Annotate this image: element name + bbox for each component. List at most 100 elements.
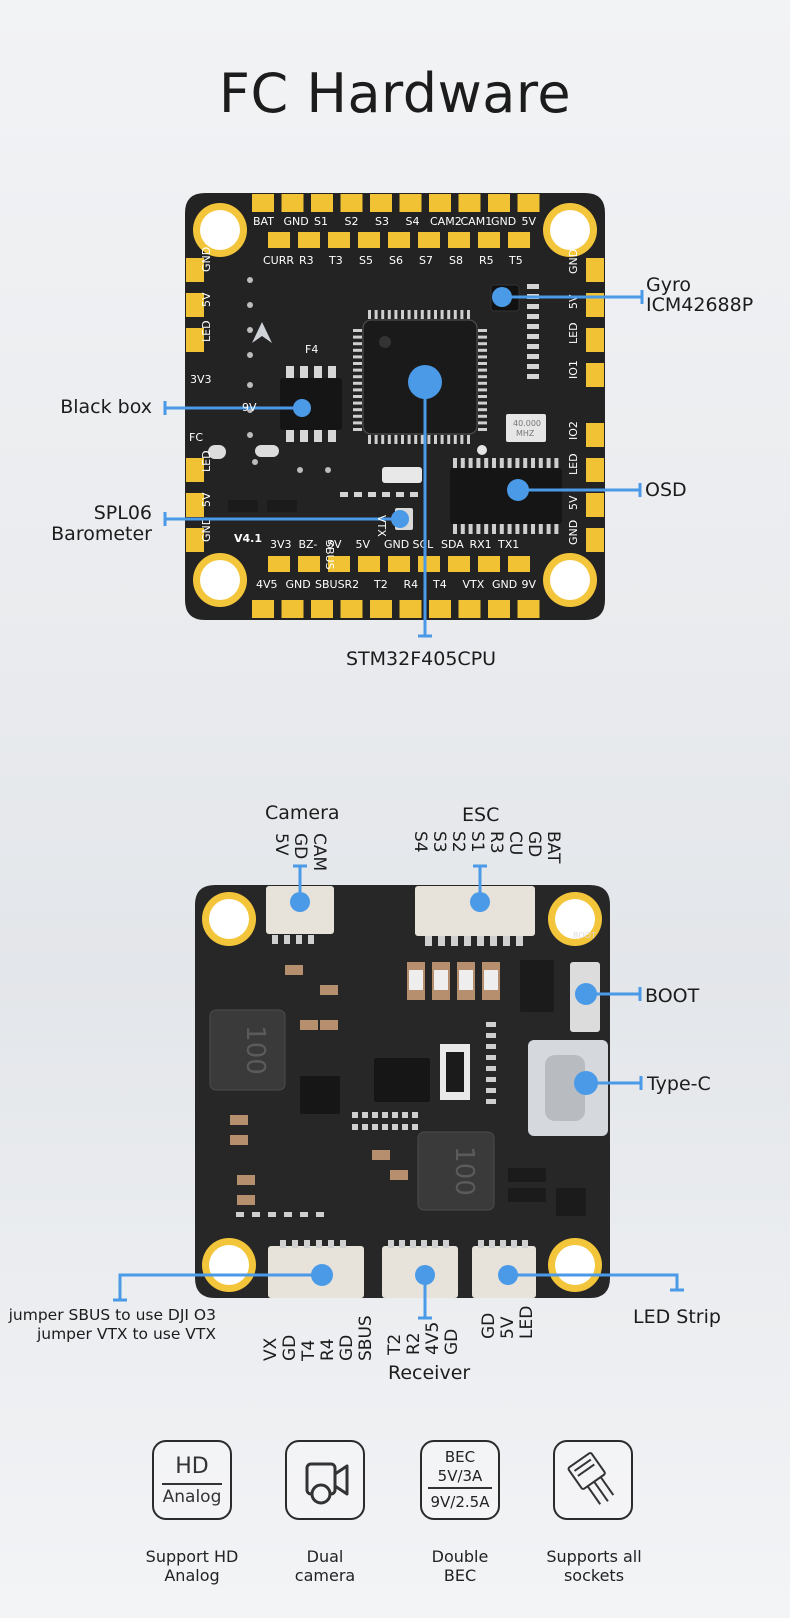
bottom-pcb: 100 100: [195, 885, 610, 1298]
led-pin: GD: [479, 1312, 499, 1339]
silk-label: GND: [200, 247, 213, 272]
led-strip-title: LED Strip: [633, 1306, 721, 1328]
black-box-label: Black box: [60, 396, 152, 418]
receiver-pin: R2: [404, 1332, 424, 1355]
capacitor: [300, 1020, 318, 1030]
silk-label: GND: [284, 215, 309, 228]
led-pin: LED: [517, 1305, 537, 1339]
solder-pad: [399, 600, 422, 618]
silk-label: LED: [200, 450, 213, 472]
solder-pad: [186, 493, 204, 517]
silk-label: 5V: [200, 292, 213, 307]
solder-pad: [517, 194, 540, 212]
capacitor: [372, 1150, 390, 1160]
gyro-model-label: ICM42688P: [646, 294, 754, 316]
silk-label: T2: [373, 578, 388, 591]
silk-label: T3: [328, 254, 343, 267]
gyro-label: Gyro: [646, 274, 691, 296]
silk-label: LED: [567, 453, 580, 475]
receiver-pin: T2: [385, 1333, 405, 1355]
solder-pad: [488, 194, 510, 212]
solder-pad: [358, 232, 380, 248]
barometer-label: Barometer: [51, 523, 152, 545]
bec-icon: BEC 5V/3A 9V/2.5A: [420, 1440, 500, 1520]
solder-pad: [586, 423, 604, 447]
silk-label: GND: [492, 578, 517, 591]
silk-label: BAT: [253, 215, 274, 228]
silk-label: S5: [359, 254, 373, 267]
top-chips: [208, 277, 562, 534]
solder-pad: [370, 194, 392, 212]
solder-pad: [252, 194, 274, 212]
camera-title: Camera: [265, 802, 340, 824]
solder-pad: [186, 293, 204, 317]
camera-pin: CAM: [309, 833, 329, 872]
solder-pad: [478, 556, 500, 572]
camera-pin: GD: [290, 833, 310, 860]
silk-label: T5: [508, 254, 523, 267]
silk-label: 5V: [200, 492, 213, 507]
silk-label: TX1: [497, 538, 519, 551]
bottom-components: [230, 935, 528, 1248]
bottom-callout-dots: [290, 892, 598, 1286]
solder-pad: [186, 258, 204, 282]
solder-pad: [328, 556, 350, 572]
solder-pad: [586, 293, 604, 317]
solder-pad: [311, 600, 333, 618]
bec-5v-text: 5V/3A: [437, 1467, 483, 1485]
solder-pad: [586, 363, 604, 387]
solder-pad: [517, 600, 540, 618]
silk-label: IO1: [567, 360, 580, 379]
capacitor: [320, 985, 338, 995]
solder-pad: [311, 194, 333, 212]
silk-label: S4: [406, 215, 420, 228]
silk-label: 5V: [567, 495, 580, 510]
capacitor: [237, 1195, 255, 1205]
silk-label: 4V5: [256, 578, 278, 591]
solder-pad: [448, 232, 470, 248]
silk-label: GND: [567, 249, 580, 274]
silk-label: 9V: [522, 578, 537, 591]
silk-label: SBUS: [315, 578, 345, 591]
vtx-connector-pins: VX GD T4 R4 GD SBUS: [261, 1303, 376, 1361]
solder-pad: [298, 556, 320, 572]
receiver-pin: GD: [442, 1328, 462, 1355]
silk-label: GND: [286, 578, 311, 591]
vtx-pin: T4: [299, 1339, 319, 1361]
bec-9v-text: 9V/2.5A: [430, 1493, 490, 1511]
silk-label: S1: [314, 215, 328, 228]
silk-label: S8: [449, 254, 463, 267]
solder-pad: [186, 328, 204, 352]
camera-icon: [285, 1440, 365, 1520]
svg-text:100: 100: [240, 1025, 270, 1075]
esc-pin: BAT: [543, 831, 563, 864]
esc-pin: S4: [410, 831, 430, 853]
page-title: FC Hardware: [218, 62, 572, 125]
silk-label: GND: [491, 215, 516, 228]
analog-text: Analog: [162, 1487, 222, 1507]
solder-pad: [186, 528, 204, 552]
silk-label: LED: [200, 320, 213, 342]
silk-label: BZ-: [299, 538, 318, 551]
capacitor: [237, 1175, 255, 1185]
solder-pad: [508, 232, 530, 248]
top-callout-dots: [293, 287, 529, 528]
silk-label: CAM1: [461, 215, 493, 228]
jumper-note-vtx: jumper VTX to use VTX: [36, 1325, 216, 1343]
silk-label: 5V: [327, 538, 342, 551]
silk-label: VTX: [463, 578, 485, 591]
solder-pad: [458, 600, 481, 618]
vtx-pin: GD: [280, 1334, 300, 1361]
capacitor: [285, 965, 303, 975]
esc-pin: S3: [429, 831, 449, 853]
hd-text: HD: [175, 1454, 209, 1479]
silk-label: 3V3: [270, 538, 292, 551]
solder-pad: [586, 258, 604, 282]
capacitor: [390, 1170, 408, 1180]
